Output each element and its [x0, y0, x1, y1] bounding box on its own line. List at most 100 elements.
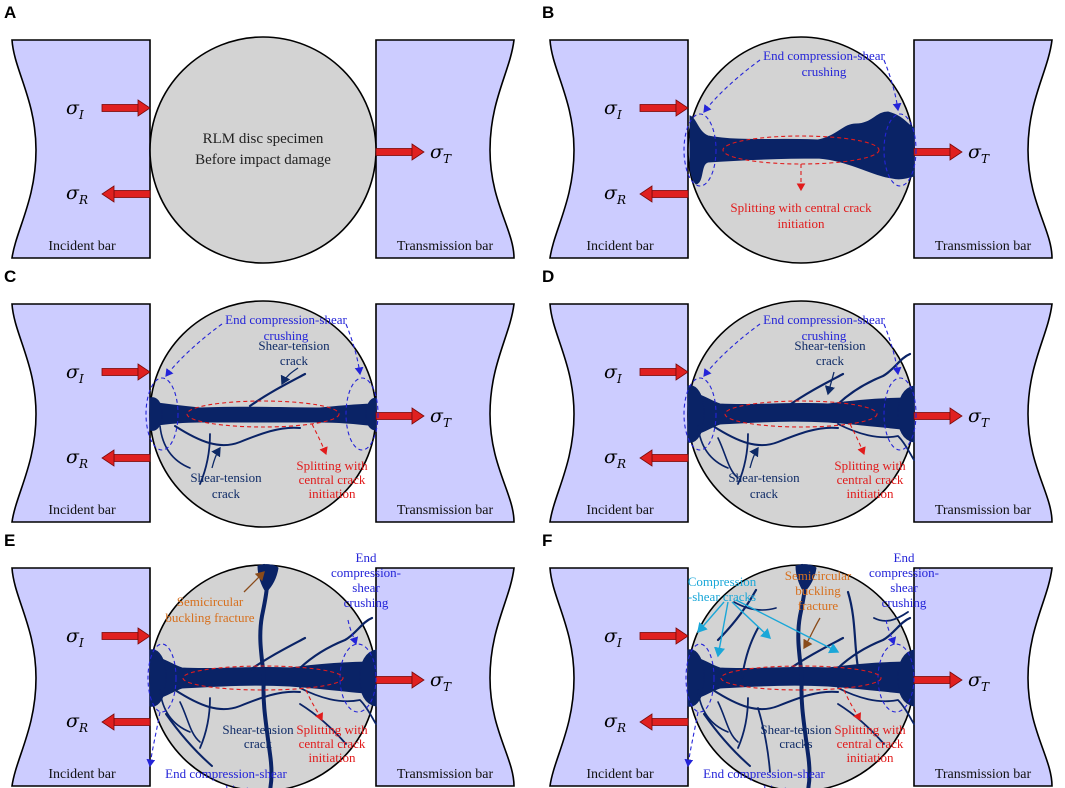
- split-label-line: Splitting with: [834, 722, 906, 737]
- sigma-incident-label-subscript: I: [616, 636, 622, 650]
- reflected-stress-arrow-shaft: [651, 190, 689, 198]
- disc-specimen: [149, 36, 377, 264]
- lower-right-branch: [837, 687, 915, 725]
- sigma-reflected-label: σR: [604, 446, 626, 471]
- transmission-bar-label: Transmission bar: [397, 767, 494, 782]
- left-end-zone: [145, 377, 179, 451]
- bottom-left-arc: [703, 713, 751, 767]
- shear-tension-lower: [737, 433, 749, 485]
- incident-stress-arrow-shaft: [639, 368, 677, 376]
- transmitted-stress-arrow-shaft: [913, 148, 951, 156]
- sigma-transmitted-label: σT: [430, 141, 452, 166]
- transmitted-stress-arrow-head: [949, 407, 963, 425]
- left-lower-branch: [697, 425, 729, 469]
- split-label-line: central crack: [299, 472, 366, 487]
- end-crushing-label-line: End compression-shear: [763, 312, 885, 327]
- crack-pattern: [687, 352, 915, 485]
- shear-tension-upper-label-line: crack: [816, 353, 845, 368]
- split-label-line: central crack: [837, 736, 904, 751]
- disc-outline: [149, 36, 377, 264]
- disc-specimen: [149, 564, 377, 788]
- shear-tension-lower-arrow: [749, 446, 759, 469]
- sigma-transmitted-label-subscript: T: [443, 680, 452, 694]
- sigma-transmitted-label-symbol: σ: [430, 405, 444, 427]
- split-arrow: [843, 689, 861, 721]
- disc-specimen: [149, 300, 377, 528]
- reflected-stress-arrow-shaft: [113, 454, 151, 462]
- incident-bar-label: Incident bar: [586, 767, 654, 782]
- left-end-zone: [683, 113, 717, 187]
- end-arrow-left: [703, 59, 761, 113]
- shear-tension-lower: [737, 697, 749, 749]
- left-lower-branch: [159, 425, 191, 469]
- incident-stress-arrow-head: [137, 99, 151, 117]
- upper-right-crack: [873, 611, 909, 622]
- incident-bar-label: Incident bar: [586, 503, 654, 518]
- bottom-inner-crack: [757, 707, 771, 773]
- transmission-bar-label: Transmission bar: [935, 503, 1032, 518]
- right-end-zone: [883, 377, 917, 451]
- sigma-incident-label-symbol: σ: [66, 97, 80, 119]
- incident-stress-arrow-head: [675, 627, 689, 645]
- sigma-incident-label-subscript: I: [616, 372, 622, 386]
- transmission-bar: [375, 303, 515, 523]
- incident-bar-label: Incident bar: [48, 503, 116, 518]
- sigma-transmitted-label-symbol: σ: [430, 141, 444, 163]
- incident-bar: [11, 567, 151, 787]
- right-end-crush: [359, 649, 377, 707]
- split-label-line: initiation: [778, 216, 825, 231]
- split-label-line: initiation: [309, 486, 356, 501]
- incident-bar: [549, 303, 689, 523]
- transmission-bar: [913, 39, 1053, 259]
- incident-bar: [11, 303, 151, 523]
- end-crushing-right-label-line: compression-: [331, 565, 401, 580]
- end-crushing-label-line: crushing: [264, 328, 309, 343]
- reflected-stress-arrow-shaft: [113, 718, 151, 726]
- lower-shear-crack: [712, 425, 839, 447]
- sigma-reflected-label-subscript: R: [616, 721, 626, 735]
- end-crushing-right-label-line: crushing: [344, 595, 389, 610]
- sigma-transmitted-label-subscript: T: [443, 416, 452, 430]
- lower-shear-crack: [174, 425, 301, 447]
- sigma-reflected-label: σR: [66, 182, 88, 207]
- incident-bar-label: Incident bar: [586, 239, 654, 254]
- sigma-transmitted-label: σT: [430, 405, 452, 430]
- end-crushing-right-label-line: shear: [890, 580, 918, 595]
- transmission-bar: [375, 39, 515, 259]
- sigma-reflected-label: σR: [66, 710, 88, 735]
- transmitted-stress-arrow-shaft: [913, 676, 951, 684]
- split-label-line: Splitting with: [296, 722, 368, 737]
- sigma-transmitted-label: σT: [430, 669, 452, 694]
- reflected-stress-arrow-shaft: [651, 454, 689, 462]
- upper-right-branch: [836, 616, 912, 670]
- sigma-incident-label-symbol: σ: [66, 625, 80, 647]
- crack-pattern: [689, 111, 915, 185]
- sigma-transmitted-label-subscript: T: [981, 416, 990, 430]
- bottom-right-arc: [299, 703, 347, 745]
- reflected-stress-arrow-head: [639, 185, 653, 203]
- sigma-transmitted-label-symbol: σ: [968, 669, 982, 691]
- reflected-stress-arrow-head: [101, 449, 115, 467]
- compression-shear-arrow-4: [735, 599, 840, 654]
- panel-label: A: [4, 3, 16, 22]
- end-arrow-right: [885, 619, 897, 646]
- sigma-transmitted-label-symbol: σ: [968, 141, 982, 163]
- sigma-reflected-label-symbol: σ: [66, 710, 80, 732]
- sigma-transmitted-label-symbol: σ: [968, 405, 982, 427]
- end-arrow-bottom: [146, 711, 161, 768]
- shear-tension-lower-label-line: Shear-tension: [728, 470, 800, 485]
- transmission-bar: [913, 567, 1053, 787]
- compression-shear-arrow-1: [697, 601, 725, 634]
- right-end-zone: [877, 643, 915, 713]
- sigma-incident-label: σI: [66, 361, 84, 386]
